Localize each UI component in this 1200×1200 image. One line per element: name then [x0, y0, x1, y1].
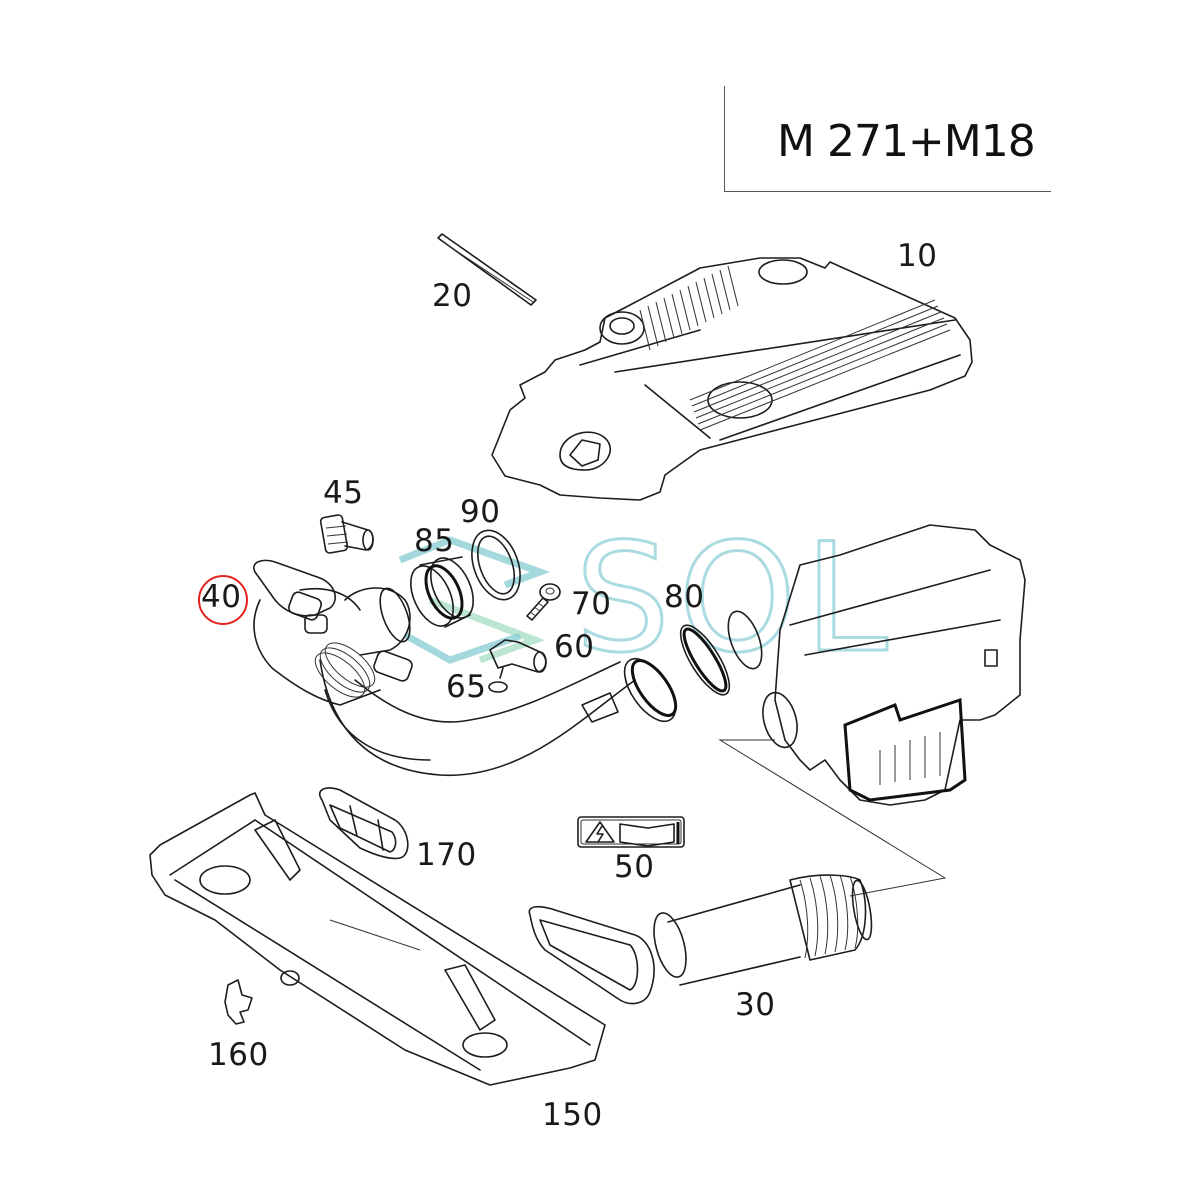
part-160-clip[interactable]	[224, 979, 253, 1025]
part-70-screw[interactable]	[526, 583, 561, 621]
part-50-warning-label[interactable]	[577, 816, 685, 848]
part-90-sealing-ring[interactable]	[463, 524, 529, 607]
part-10-engine-cover[interactable]	[491, 257, 973, 501]
part-150-lower-tray[interactable]	[149, 792, 606, 1086]
leader-lines	[718, 739, 947, 897]
callout-170[interactable]: 170	[416, 837, 477, 873]
callout-160[interactable]: 160	[208, 1037, 269, 1073]
highlight-circle-part-40	[198, 575, 248, 625]
callout-40[interactable]: 40	[201, 579, 242, 615]
callout-80[interactable]: 80	[664, 579, 705, 615]
manual-book-icon	[619, 823, 675, 847]
callout-150[interactable]: 150	[542, 1097, 603, 1133]
part-air-filter-housing[interactable]	[757, 524, 1026, 806]
callout-20[interactable]: 20	[432, 278, 473, 314]
part-40-intake-hose[interactable]	[253, 559, 416, 706]
callout-65[interactable]: 65	[446, 669, 487, 705]
part-45-valve-fitting[interactable]	[319, 514, 374, 554]
warning-triangle-icon	[585, 821, 615, 843]
lightning-icon	[596, 825, 604, 843]
callout-50[interactable]: 50	[614, 849, 655, 885]
part-20-seal-strip[interactable]	[437, 233, 537, 306]
callout-30[interactable]: 30	[735, 987, 776, 1023]
callout-60[interactable]: 60	[554, 629, 595, 665]
callout-85[interactable]: 85	[414, 523, 455, 559]
part-85-coupling-sleeve[interactable]	[402, 551, 482, 632]
part-60-sensor-connector[interactable]	[489, 639, 547, 679]
part-65-o-ring[interactable]	[488, 681, 508, 693]
part-80-hose-clamp[interactable]	[672, 607, 768, 701]
part-hose-bend[interactable]	[308, 635, 685, 776]
part-170-grommet-frame[interactable]	[318, 787, 409, 860]
callout-10[interactable]: 10	[897, 238, 938, 274]
callout-45[interactable]: 45	[323, 475, 364, 511]
callout-70[interactable]: 70	[571, 586, 612, 622]
watermark-text: SOL	[575, 512, 896, 686]
title-frame: M 271+M18	[724, 86, 1051, 192]
watermark-logo: SOL	[398, 511, 896, 688]
callout-90[interactable]: 90	[460, 494, 501, 530]
part-30-intake-duct[interactable]	[528, 874, 875, 1005]
diagram-title: M 271+M18	[777, 116, 1036, 167]
